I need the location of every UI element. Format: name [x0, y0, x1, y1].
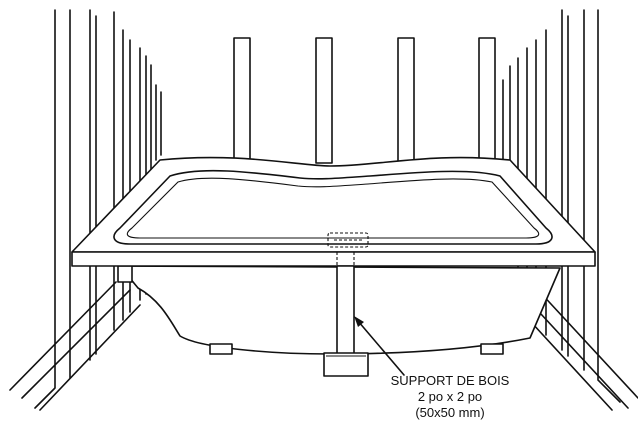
leader-arrowhead: [354, 316, 364, 327]
stud-1: [233, 37, 251, 164]
callout-line-2: 2 po x 2 po: [417, 389, 483, 404]
stud-2: [315, 37, 333, 164]
left-wall-framing: [9, 9, 162, 411]
callout-line-1: SUPPORT DE BOIS: [390, 373, 510, 388]
rim-front-edge: [71, 251, 596, 267]
left-support-block: [117, 265, 133, 283]
support-base: [323, 352, 369, 377]
bathtub-basin: [113, 169, 553, 245]
stud-3: [397, 37, 415, 164]
callout-line-3: (50x50 mm): [415, 405, 485, 420]
drain-hidden-outline: [327, 232, 369, 266]
wood-support-callout: SUPPORT DE BOIS 2 po x 2 po (50x50 mm): [380, 373, 520, 421]
wood-support-post: [323, 265, 369, 377]
back-wall-studs: [233, 37, 496, 164]
tub-foot-left: [209, 343, 233, 355]
stud-4: [478, 37, 496, 164]
tub-foot-right: [480, 343, 504, 355]
support-post: [336, 265, 355, 361]
callout-leader: [354, 316, 405, 376]
